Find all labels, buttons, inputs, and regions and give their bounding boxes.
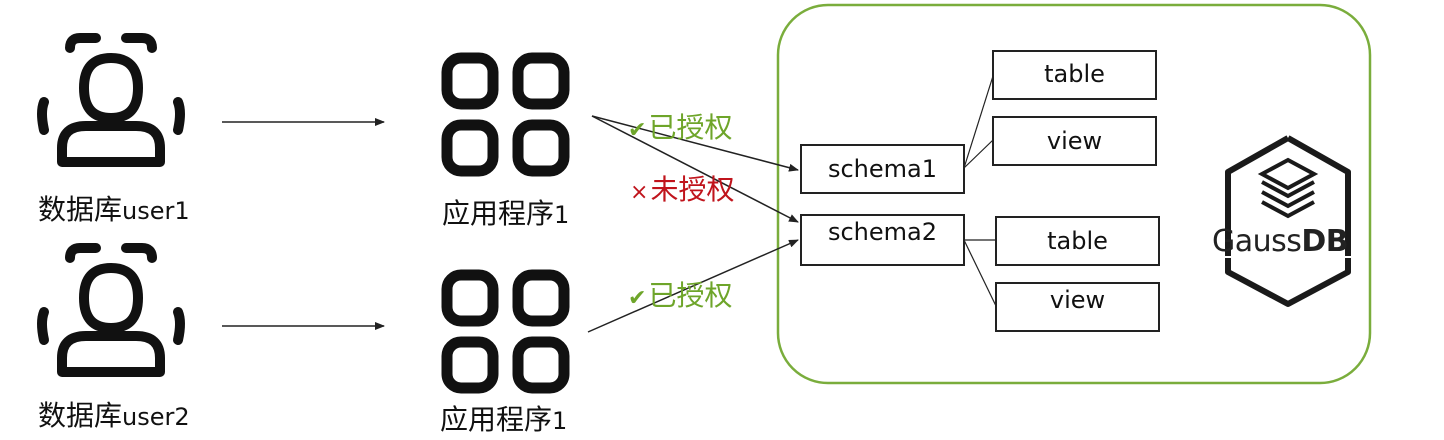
check-icon: ✔ — [628, 286, 647, 311]
gaussdb-wordmark: GaussDB — [1212, 224, 1349, 259]
user-icon — [37, 33, 185, 167]
gaussdb-logo — [1225, 135, 1351, 307]
cross-icon: × — [630, 180, 649, 205]
schema1-to-view-connector — [963, 139, 994, 169]
user-icon — [37, 243, 185, 377]
gaussdb-container — [776, 3, 1372, 385]
schema1-view-box: view — [992, 116, 1157, 166]
app1-to-schema2-arrow — [591, 115, 799, 223]
schema2-table-box: table — [995, 216, 1160, 266]
app1-label: 应用程序1 — [442, 197, 570, 230]
permission-granted-app2-schema2: ✔已授权 — [628, 279, 733, 312]
schema2-to-view-connector — [963, 239, 997, 307]
check-icon: ✔ — [628, 118, 647, 143]
app-grid-icon — [441, 52, 570, 177]
app-grid-icon — [441, 269, 570, 394]
permission-denied-app1-schema2: ×未授权 — [630, 173, 735, 206]
app1-to-schema1-arrow — [591, 115, 799, 172]
schema1-table-box: table — [992, 50, 1157, 100]
app2-to-schema2-arrow — [587, 239, 799, 333]
permission-granted-app1-schema1: ✔已授权 — [628, 111, 733, 144]
schema2-box: schema2 — [800, 214, 965, 266]
user1-label: 数据库user1 — [38, 193, 190, 226]
user2-label: 数据库user2 — [38, 399, 190, 432]
schema2-view-box: view — [995, 282, 1160, 332]
schema1-to-table-connector — [963, 75, 994, 169]
app2-label: 应用程序1 — [440, 403, 568, 436]
schema1-box: schema1 — [800, 144, 965, 194]
